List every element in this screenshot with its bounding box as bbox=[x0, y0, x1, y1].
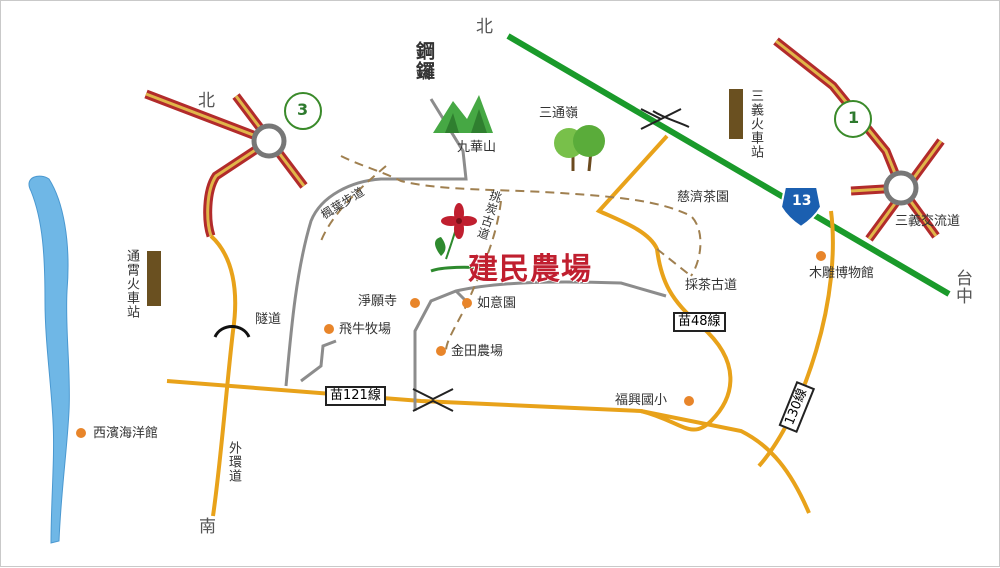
label-jintian: 金田農場 bbox=[451, 344, 504, 359]
label-santong: 三通嶺 bbox=[539, 106, 579, 121]
poi-dot-xibin bbox=[76, 428, 86, 438]
tree-icon bbox=[554, 125, 605, 172]
river bbox=[28, 175, 70, 544]
label-feiniu: 飛牛牧場 bbox=[339, 322, 392, 337]
route-miao121: 苗121線 bbox=[325, 386, 386, 407]
freeway-1-shield bbox=[834, 100, 872, 138]
compass-north-top: 北 bbox=[476, 17, 493, 37]
label-tunnel: 隧道 bbox=[255, 312, 282, 327]
label-jiuhua: 九華山 bbox=[457, 140, 497, 155]
mountain-icon bbox=[433, 95, 493, 133]
bridge-marker-bottom bbox=[412, 388, 454, 412]
poi-dot-jingyuan bbox=[410, 298, 420, 308]
compass-taichung: 台中 bbox=[952, 269, 972, 305]
label-ring-road: 外環道 bbox=[226, 441, 241, 483]
route-miao48: 苗48線 bbox=[673, 312, 726, 333]
bridge-marker-top bbox=[640, 108, 690, 130]
sanyi-station-bar bbox=[729, 89, 743, 139]
compass-north-left: 北 bbox=[198, 91, 215, 111]
tongxiao-station-bar bbox=[147, 251, 161, 306]
freeway-3 bbox=[144, 89, 308, 238]
label-ruyi: 如意園 bbox=[477, 296, 517, 311]
freeway-3-interchange bbox=[251, 123, 287, 159]
railway-line bbox=[506, 33, 951, 297]
tunnel-marker bbox=[213, 325, 251, 338]
label-sanyi-station: 三義火車站 bbox=[748, 89, 763, 159]
poi-dot-mudiao bbox=[816, 251, 826, 261]
farm-logo-icon bbox=[430, 203, 487, 273]
farm-title: 建民農場 bbox=[468, 252, 592, 287]
freeway-3-shield-label: 3 bbox=[297, 100, 309, 119]
expressway-13-shield bbox=[779, 186, 823, 229]
label-jianmountain: 鋼鑼 bbox=[412, 41, 435, 81]
label-sanyi-interchange: 三義交流道 bbox=[895, 214, 961, 229]
freeway-3-shield bbox=[284, 92, 322, 130]
label-ciji: 慈濟茶園 bbox=[677, 190, 730, 205]
poi-dot-feiniu bbox=[324, 324, 334, 334]
label-tongxiao-station: 通霄火車站 bbox=[124, 249, 139, 319]
label-mudiao: 木雕博物館 bbox=[809, 266, 875, 281]
freeway-1-shield-label: 1 bbox=[848, 108, 860, 127]
label-caicha: 採茶古道 bbox=[685, 278, 738, 293]
poi-dot-fuxing bbox=[684, 396, 694, 406]
freeway-1-interchange bbox=[883, 170, 919, 206]
label-fuxing: 福興國小 bbox=[615, 393, 668, 408]
compass-south: 南 bbox=[199, 517, 216, 537]
label-jingyuan: 淨願寺 bbox=[358, 294, 398, 309]
poi-dot-ruyi bbox=[462, 298, 472, 308]
label-xibin: 西濱海洋館 bbox=[93, 426, 159, 441]
poi-dot-jintian bbox=[436, 346, 446, 356]
expressway-13-label: 13 bbox=[792, 193, 812, 209]
